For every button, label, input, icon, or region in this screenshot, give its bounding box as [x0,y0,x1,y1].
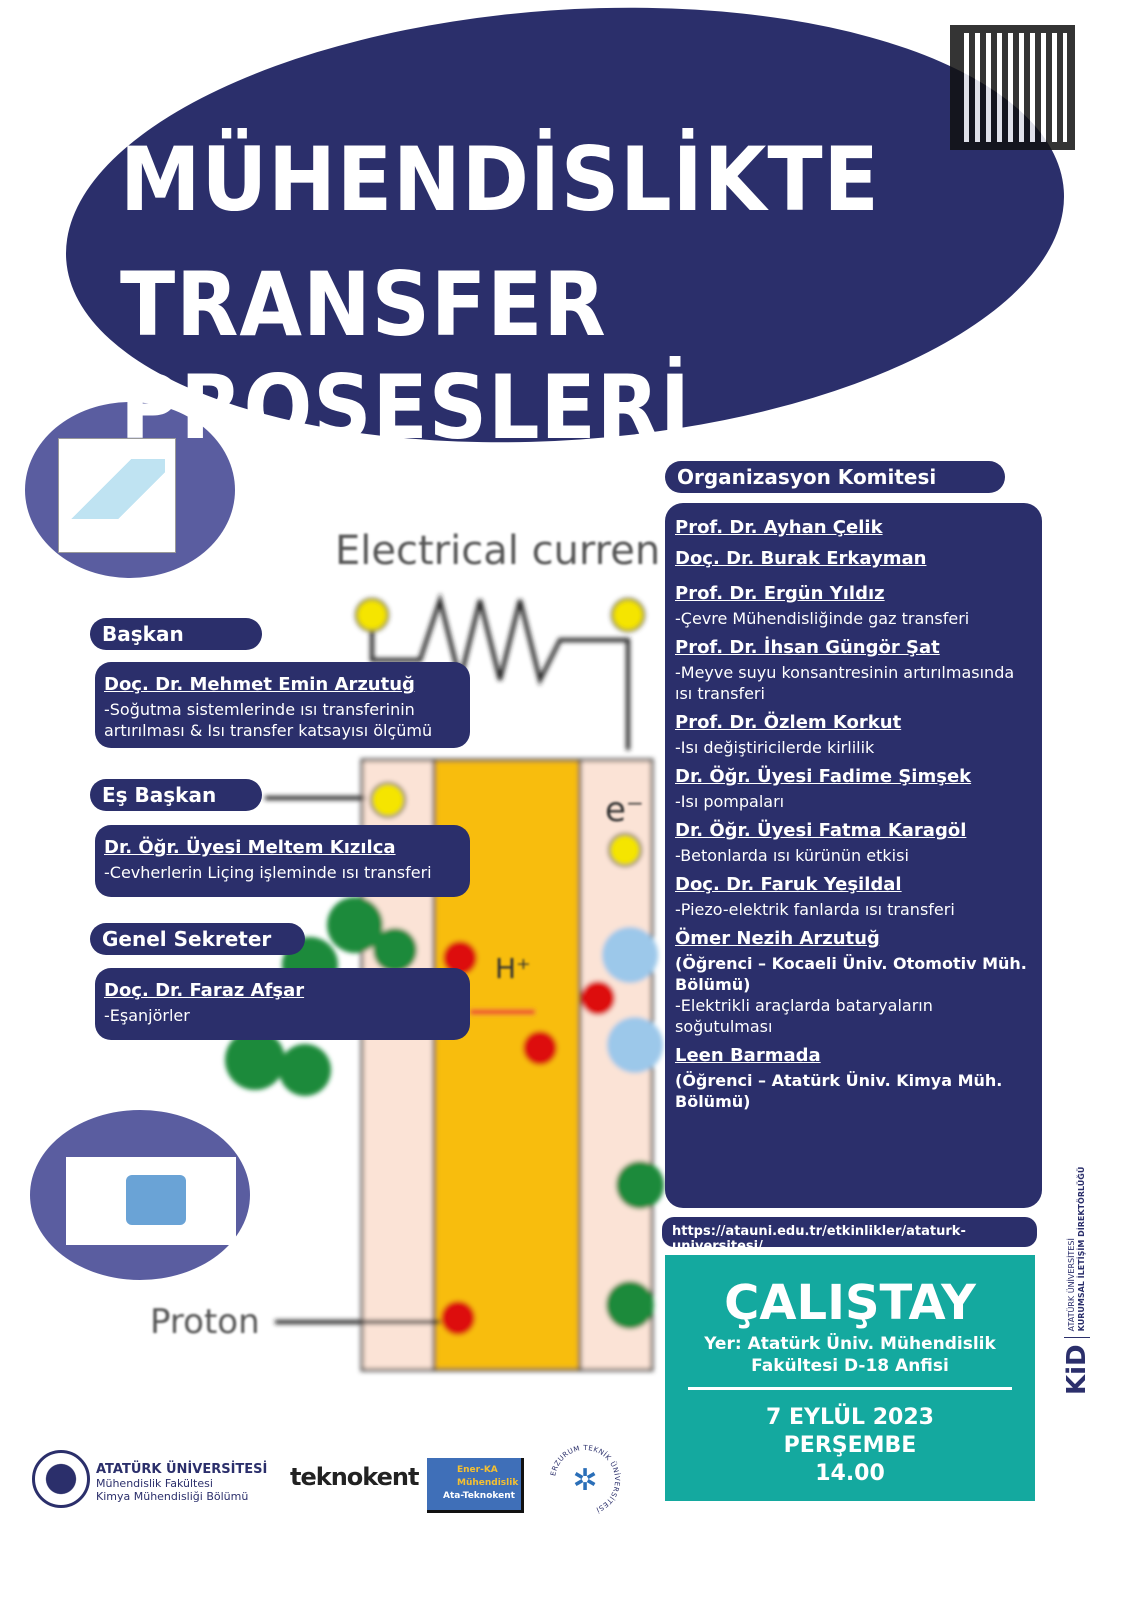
es-baskan-label: Eş Başkan [90,779,262,811]
member-affiliation: (Öğrenci – Kocaeli Üniv. Otomotiv Müh. B… [675,954,1027,994]
diagram-label-proton: Proton [150,1302,260,1342]
snowflake-icon: ✲ [572,1463,597,1498]
kid-line2: KURUMSAL İLETİŞİM DİREKTÖRLÜĞÜ [1077,1166,1086,1332]
baskan-topic: -Soğutma sistemlerinde ısı transferinin … [104,700,433,740]
event-place: Yer: Atatürk Üniv. Mühendislik Fakültesi… [704,1334,996,1376]
es-baskan-name[interactable]: Dr. Öğr. Üyesi Meltem Kızılca [104,837,396,858]
event-time: 14.00 [815,1461,885,1486]
teknokent-logo: teknokent [290,1463,419,1491]
momentum-flux-image [58,438,176,553]
event-url-link[interactable]: https://atauni.edu.tr/etkinlikler/atatur… [662,1217,1037,1254]
event-type: ÇALIŞTAY [724,1275,976,1331]
ataturk-university-seal-logo [32,1450,90,1508]
member-name[interactable]: Ömer Nezih Arzutuğ [675,928,880,949]
baskan-card: Doç. Dr. Mehmet Emin Arzutuğ -Soğutma si… [95,662,470,748]
event-date: 7 EYLÜL 2023 [766,1405,934,1430]
faculty-name: Mühendislik Fakültesi [96,1477,213,1490]
member-name[interactable]: Leen Barmada [675,1045,821,1066]
es-baskan-card: Dr. Öğr. Üyesi Meltem Kızılca -Cevherler… [95,825,470,897]
member-name[interactable]: Prof. Dr. Ergün Yıldız [675,583,885,604]
heat-transfer-image [66,1157,236,1245]
committee-label: Organizasyon Komitesi [665,461,1005,493]
genel-sekreter-card: Doç. Dr. Faraz Afşar -Eşanjörler [95,968,470,1040]
enerka-line3: Ata-Teknokent [443,1491,515,1501]
diagram-label-e-minus: e⁻ [605,790,644,830]
member-topic: -Betonlarda ısı kürünün etkisi [675,846,909,865]
genel-sekreter-name[interactable]: Doç. Dr. Faraz Afşar [104,980,305,1001]
member-name[interactable]: Prof. Dr. Özlem Korkut [675,712,902,733]
enerka-line2: Mühendislik [457,1478,519,1488]
enerka-logo: Ener-KA Mühendislik Ata-Teknokent [427,1458,524,1513]
baskan-name[interactable]: Doç. Dr. Mehmet Emin Arzutuğ [104,674,415,695]
baskan-label: Başkan [90,618,262,650]
diagram-label-electrical-current: Electrical curren [335,528,661,574]
qr-code[interactable] [950,25,1075,150]
dept-name: Kimya Mühendisliği Bölümü [96,1490,249,1503]
member-topic: -Elektrikli araçlarda bataryaların soğut… [675,996,933,1036]
divider [688,1387,1012,1390]
member-name[interactable]: Prof. Dr. Ayhan Çelik [675,517,883,538]
title-line-2: TRANSFER PROSESLERİ [120,253,691,459]
committee-panel: Prof. Dr. Ayhan Çelik Doç. Dr. Burak Erk… [665,503,1042,1208]
ataturk-university-logo-text: ATATÜRK ÜNİVERSİTESİ Mühendislik Fakülte… [96,1462,267,1503]
member-name[interactable]: Doç. Dr. Faruk Yeşildal [675,874,902,895]
member-name[interactable]: Doç. Dr. Burak Erkayman [675,548,927,569]
kid-logo-text: KiD [1062,1344,1092,1395]
es-baskan-topic: -Cevherlerin Liçing işleminde ısı transf… [104,863,432,882]
event-day: PERŞEMBE [783,1433,917,1458]
event-info-box: ÇALIŞTAY Yer: Atatürk Üniv. Mühendislik … [665,1255,1035,1501]
diagram-label-h-plus: H⁺ [495,952,531,985]
member-topic: -Isı değiştiricilerde kirlilik [675,738,875,757]
member-affiliation: (Öğrenci – Atatürk Üniv. Kimya Müh. Bölü… [675,1071,1003,1111]
member-name[interactable]: Dr. Öğr. Üyesi Fadime Şimşek [675,766,972,787]
member-name[interactable]: Prof. Dr. İhsan Güngör Şat [675,637,940,658]
member-name[interactable]: Dr. Öğr. Üyesi Fatma Karagöl [675,820,967,841]
genel-sekreter-topic: -Eşanjörler [104,1006,190,1025]
member-topic: -Meyve suyu konsantresinin artırılmasınd… [675,663,1015,703]
enerka-line1: Ener-KA [457,1465,498,1475]
kid-line1: ATATÜRK ÜNİVERSİTESİ [1067,1238,1076,1332]
member-topic: -Çevre Mühendisliğinde gaz transferi [675,609,970,628]
member-topic: -Piezo-elektrik fanlarda ısı transferi [675,900,955,919]
title-line-1: MÜHENDİSLİKTE [120,128,880,231]
genel-sekreter-label: Genel Sekreter [90,923,305,955]
univ-name: ATATÜRK ÜNİVERSİTESİ [96,1462,268,1477]
member-topic: -Isı pompaları [675,792,785,811]
erzurum-technical-university-logo: ERZURUM TEKNİK ÜNİVERSİTESİ ✲ [549,1444,621,1515]
